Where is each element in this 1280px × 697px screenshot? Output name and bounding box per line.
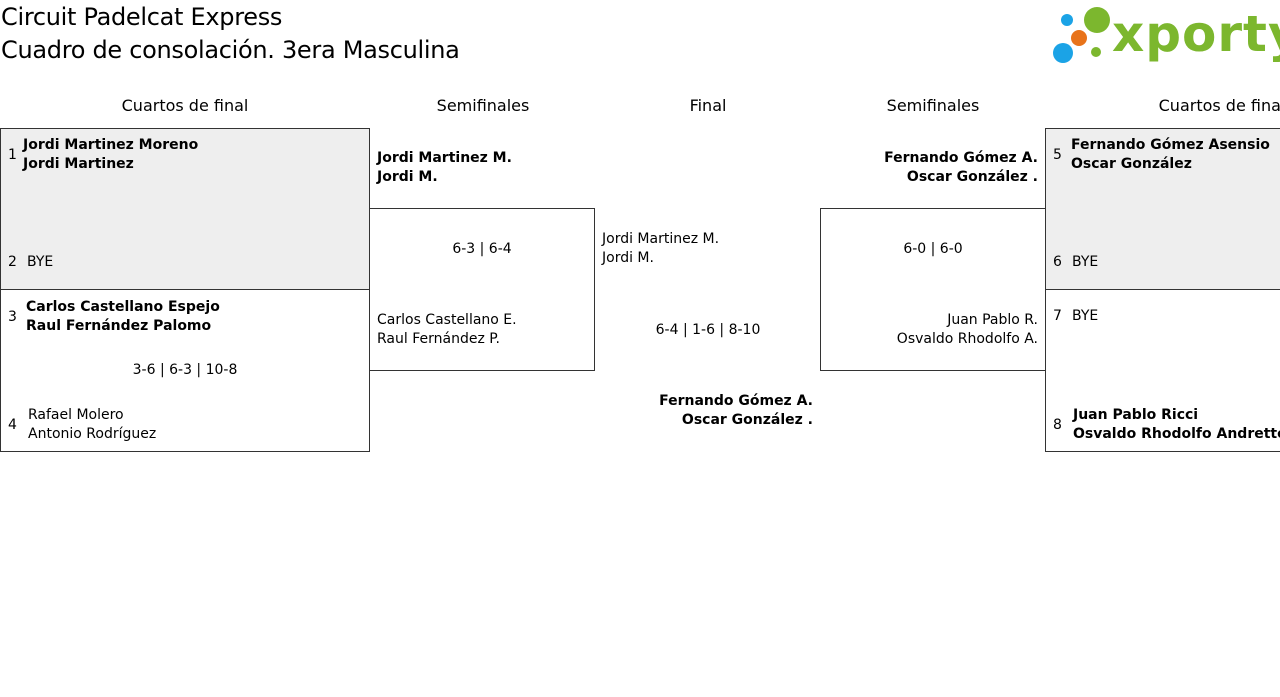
seed-4: 4 (8, 417, 17, 433)
team-6: BYE (1072, 254, 1099, 270)
right-semi-team-b-player-2: Osvaldo Rhodolfo A. (896, 331, 1038, 347)
left-quarter-2-score: 3-6 | 6-3 | 10-8 (132, 362, 238, 378)
team-8-player-2: Osvaldo Rhodolfo Andretto (1073, 426, 1280, 442)
final-team-a-player-2: Jordi M. (602, 250, 654, 266)
seed-2: 2 (8, 254, 17, 270)
team-3-player-1: Carlos Castellano Espejo (26, 299, 220, 315)
round-final: Final (689, 96, 727, 115)
left-semi-team-b-player-2: Raul Fernández P. (377, 331, 500, 347)
page-title: Circuit Padelcat Express (1, 3, 283, 31)
logo-text: xporty (1112, 5, 1280, 63)
team-2: BYE (27, 254, 54, 270)
team-4-player-2: Antonio Rodríguez (28, 426, 157, 442)
team-7: BYE (1072, 308, 1099, 324)
right-semi-team-a: Fernando Gómez A. Oscar González . (820, 149, 1038, 187)
final-team-a-player-1: Jordi Martinez M. (602, 231, 720, 247)
left-quarter-match-2: 3 Carlos Castellano Espejo Raul Fernánde… (0, 289, 370, 452)
right-semi-team-b: Juan Pablo R. Osvaldo Rhodolfo A. (821, 311, 1038, 349)
team-4: Rafael Molero Antonio Rodríguez (28, 406, 156, 444)
team-1-player-2: Jordi Martinez (23, 156, 134, 172)
left-semi-team-b: Carlos Castellano E. Raul Fernández P. (377, 311, 517, 349)
team-3: Carlos Castellano Espejo Raul Fernández … (26, 298, 220, 336)
team-8: Juan Pablo Ricci Osvaldo Rhodolfo Andret… (1073, 406, 1280, 444)
seed-3: 3 (8, 309, 17, 325)
left-semi-team-a-player-1: Jordi Martinez M. (377, 150, 512, 166)
round-left-semis: Semifinales (436, 96, 530, 115)
team-5: Fernando Gómez Asensio Oscar González (1071, 136, 1270, 174)
final-team-b-player-1: Fernando Gómez A. (659, 393, 813, 409)
team-5-player-2: Oscar González (1071, 156, 1192, 172)
left-quarter-match-1: 1 Jordi Martinez Moreno Jordi Martinez 2… (0, 128, 370, 290)
final-team-b-player-2: Oscar González . (681, 412, 813, 428)
team-1-player-1: Jordi Martinez Moreno (23, 137, 199, 153)
right-semi-score: 6-0 | 6-0 (903, 241, 963, 257)
left-semi-team-b-player-1: Carlos Castellano E. (377, 312, 517, 328)
seed-8: 8 (1053, 417, 1062, 433)
final-team-a: Jordi Martinez M. Jordi M. (602, 230, 719, 268)
seed-1: 1 (8, 147, 17, 163)
left-semi-team-a-player-2: Jordi M. (377, 169, 438, 185)
left-semi-match: 6-3 | 6-4 Carlos Castellano E. Raul Fern… (369, 208, 595, 371)
round-right-quarters: Cuartos de final (1158, 96, 1280, 115)
xporty-logo: xporty (1050, 3, 1280, 67)
seed-7: 7 (1053, 308, 1062, 324)
team-8-player-1: Juan Pablo Ricci (1073, 407, 1199, 423)
right-quarter-match-2: 7 BYE 8 Juan Pablo Ricci Osvaldo Rhodolf… (1045, 289, 1280, 452)
left-semi-team-a: Jordi Martinez M. Jordi M. (377, 149, 512, 187)
logo-dots-icon (1053, 7, 1110, 63)
page-subtitle: Cuadro de consolación. 3era Masculina (1, 36, 460, 64)
right-semi-team-a-player-1: Fernando Gómez A. (884, 150, 1038, 166)
right-semi-team-b-player-1: Juan Pablo R. (947, 312, 1038, 328)
right-quarter-match-1: 5 Fernando Gómez Asensio Oscar González … (1045, 128, 1280, 290)
team-4-player-1: Rafael Molero (28, 407, 124, 423)
team-3-player-2: Raul Fernández Palomo (26, 318, 212, 334)
team-1: Jordi Martinez Moreno Jordi Martinez (23, 136, 198, 174)
left-semi-score: 6-3 | 6-4 (452, 241, 512, 257)
seed-5: 5 (1053, 147, 1062, 163)
round-left-quarters: Cuartos de final (121, 96, 249, 115)
round-right-semis: Semifinales (886, 96, 980, 115)
right-semi-match: 6-0 | 6-0 Juan Pablo R. Osvaldo Rhodolfo… (820, 208, 1046, 371)
team-5-player-1: Fernando Gómez Asensio (1071, 137, 1270, 153)
seed-6: 6 (1053, 254, 1062, 270)
final-score: 6-4 | 1-6 | 8-10 (655, 322, 761, 338)
right-semi-team-a-player-2: Oscar González . (906, 169, 1038, 185)
final-team-b: Fernando Gómez A. Oscar González . (595, 392, 813, 430)
